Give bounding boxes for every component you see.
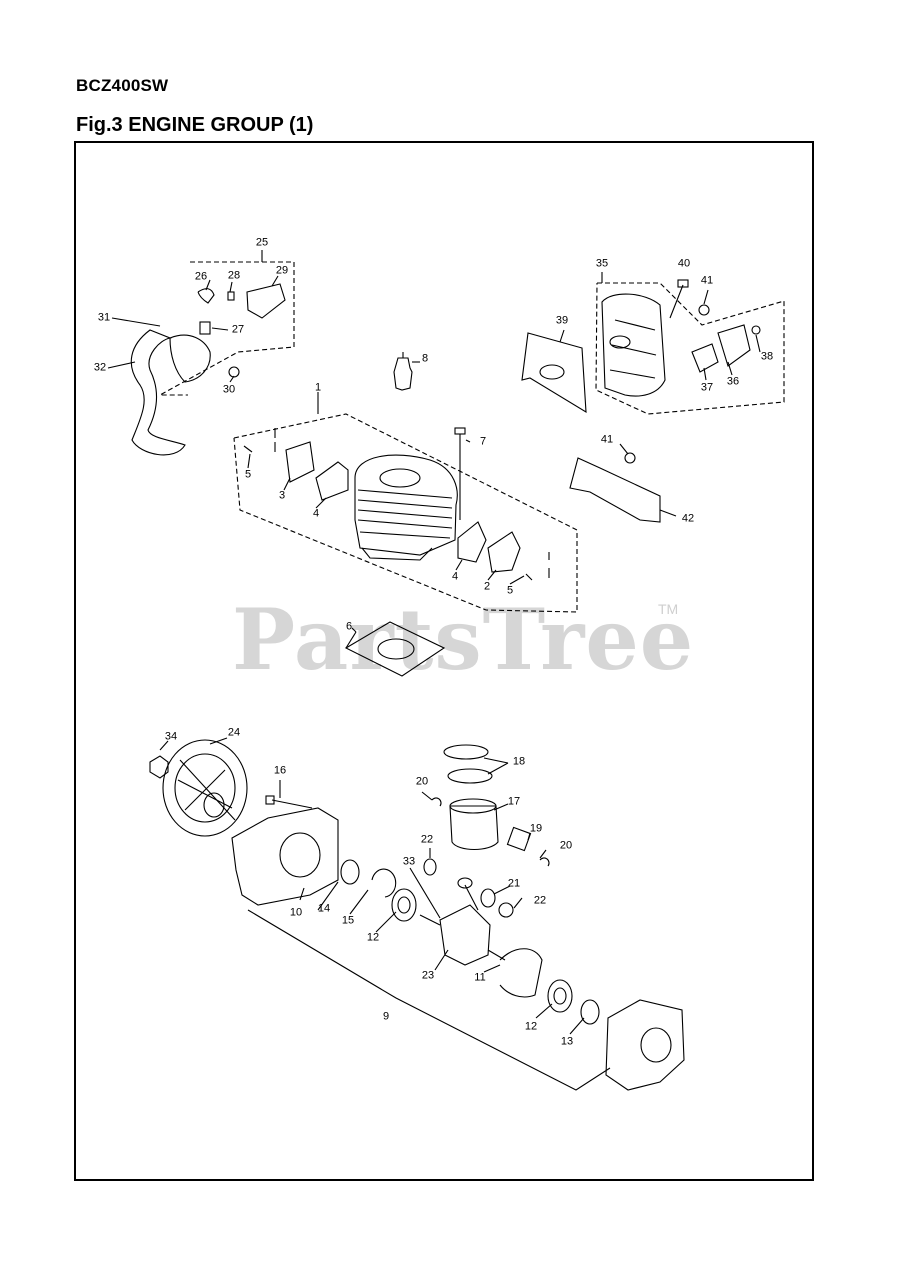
cap-29 — [246, 283, 286, 319]
callout-5: 5 — [244, 468, 252, 481]
callout-5: 5 — [506, 584, 514, 597]
callout-9: 9 — [382, 1010, 390, 1023]
callout-25: 25 — [255, 236, 269, 249]
group-35-box — [595, 282, 785, 415]
callout-33: 33 — [402, 855, 416, 868]
model-number: BCZ400SW — [76, 76, 169, 95]
callout-2: 2 — [483, 580, 491, 593]
heat-shield — [521, 332, 587, 414]
piston — [449, 805, 499, 851]
crankcase-gasket — [499, 948, 543, 998]
callout-4: 4 — [451, 570, 459, 583]
watermark: PartsTree — [232, 590, 695, 689]
group-1-box — [233, 413, 578, 613]
bearing-12a — [391, 888, 417, 922]
callout-15: 15 — [341, 914, 355, 927]
callout-26: 26 — [194, 270, 208, 283]
callout-32: 32 — [93, 361, 107, 374]
callout-10: 10 — [289, 906, 303, 919]
callout-36: 36 — [726, 375, 740, 388]
diagram-frame — [74, 141, 814, 1181]
callout-30: 30 — [222, 383, 236, 396]
callout-3: 3 — [278, 489, 286, 502]
callout-11: 11 — [474, 971, 486, 984]
figure-title: Fig.3 ENGINE GROUP (1) — [76, 114, 314, 136]
callout-12: 12 — [366, 931, 380, 944]
callout-14: 14 — [317, 902, 331, 915]
callout-7: 7 — [479, 435, 487, 448]
callout-21: 21 — [507, 877, 521, 890]
watermark-trademark: TM — [658, 601, 679, 617]
callout-37: 37 — [700, 381, 714, 394]
callout-1: 1 — [314, 381, 322, 394]
callout-27: 27 — [231, 323, 245, 336]
group-9-line — [247, 909, 611, 1091]
crankcase-left — [231, 807, 339, 906]
group-25-box — [159, 261, 295, 396]
callout-16: 16 — [273, 764, 287, 777]
callout-41: 41 — [600, 433, 614, 446]
callout-40: 40 — [677, 257, 691, 270]
callout-20: 20 — [415, 775, 429, 788]
callout-19: 19 — [529, 822, 543, 835]
guard-part — [569, 457, 661, 523]
callout-41: 41 — [700, 274, 714, 287]
callout-39: 39 — [555, 314, 569, 327]
callout-18: 18 — [512, 755, 526, 768]
callout-24: 24 — [227, 726, 241, 739]
callout-42: 42 — [681, 512, 695, 525]
callout-13: 13 — [560, 1035, 574, 1048]
callout-29: 29 — [275, 264, 289, 277]
callout-6: 6 — [345, 620, 353, 633]
spark-plug — [393, 357, 413, 391]
cylinder — [354, 454, 458, 561]
piston-ring-1 — [443, 744, 489, 760]
callout-34: 34 — [164, 730, 178, 743]
snap-ring-15 — [371, 868, 397, 898]
seal-14 — [340, 859, 360, 885]
callout-35: 35 — [595, 257, 609, 270]
callout-23: 23 — [421, 969, 435, 982]
piston-ring-2 — [447, 768, 493, 784]
callout-12: 12 — [524, 1020, 538, 1033]
base-gasket — [344, 621, 446, 677]
callout-17: 17 — [507, 795, 521, 808]
callout-31: 31 — [97, 311, 111, 324]
callout-8: 8 — [421, 352, 429, 365]
callout-4: 4 — [312, 507, 320, 520]
callout-22: 22 — [420, 833, 434, 846]
callout-22: 22 — [533, 894, 547, 907]
muffler — [601, 293, 666, 397]
callout-38: 38 — [760, 350, 774, 363]
handle-part — [130, 329, 186, 456]
callout-28: 28 — [227, 269, 241, 282]
callout-20: 20 — [559, 839, 573, 852]
flywheel — [162, 739, 248, 837]
crankcase-right — [605, 999, 685, 1091]
